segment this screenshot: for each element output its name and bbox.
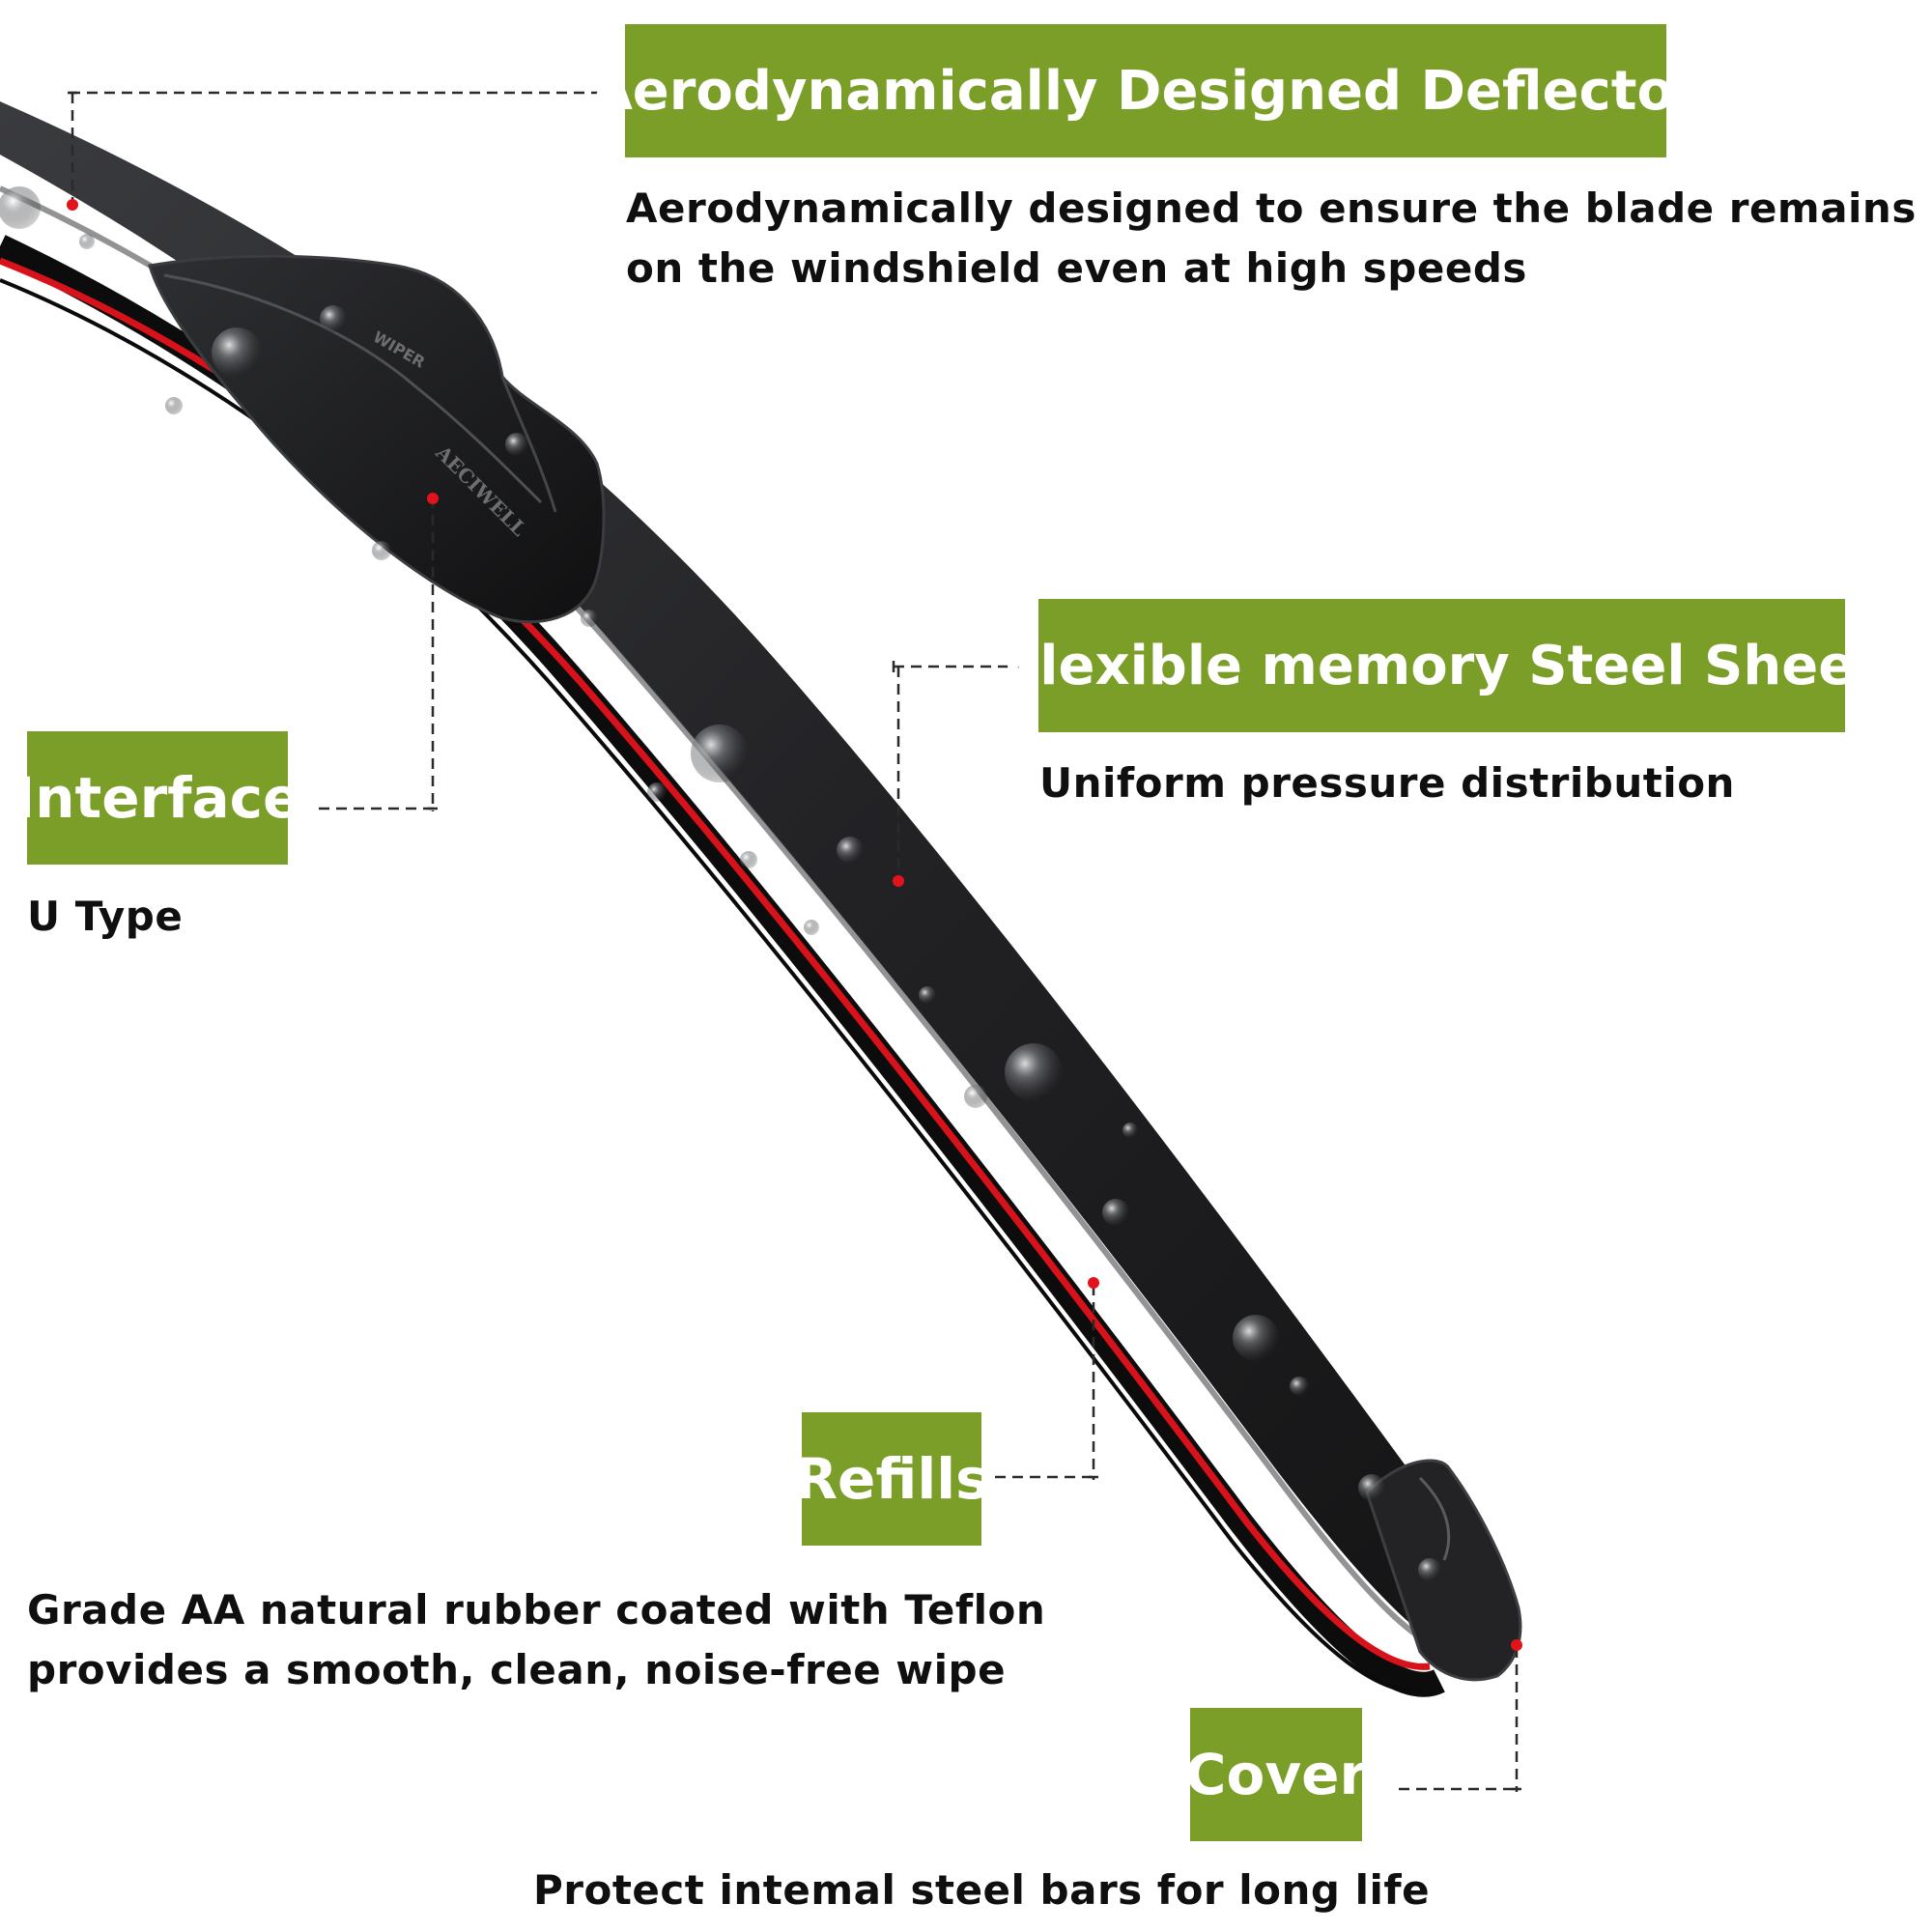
deflector-description-line-1: Aerodynamically designed to ensure the b…: [626, 185, 1917, 232]
steel-sheet-label: Flexible memory Steel Sheet: [1003, 599, 1881, 732]
deflector-label-text: Aerodynamically Designed Deflector: [590, 59, 1701, 123]
water-droplets: [0, 186, 1441, 1581]
cover-description-line-1: Protect intemal steel bars for long life: [533, 1866, 1431, 1914]
refills-label: Refills: [794, 1412, 989, 1546]
refills-label-text: Refills: [794, 1446, 989, 1512]
dot-refills: [1088, 1277, 1099, 1289]
interface-label: Interface: [14, 731, 300, 865]
refills-description-line-2: provides a smooth, clean, noise-free wip…: [27, 1646, 1007, 1693]
cover-label-text: Cover: [1184, 1742, 1368, 1807]
adapter-housing: [148, 254, 606, 624]
steel-sheet-label-text: Flexible memory Steel Sheet: [1003, 634, 1881, 697]
steel-sheet-description: Uniform pressure distribution: [1039, 753, 1735, 813]
indicator-dots: [67, 199, 1522, 1651]
dot-deflector: [67, 199, 78, 211]
blade-body: [0, 101, 1516, 1664]
refills-description: Grade AA natural rubber coated with Tefl…: [27, 1580, 1045, 1700]
deflector-description: Aerodynamically designed to ensure the b…: [626, 179, 1917, 298]
interface-description-line-1: U Type: [27, 893, 184, 940]
cover-description: Protect intemal steel bars for long life: [533, 1861, 1430, 1920]
blade-rubber-edge: [0, 235, 1445, 1697]
end-cap-cover: [1365, 1459, 1522, 1682]
dot-cover: [1511, 1639, 1522, 1651]
steel-sheet-description-line-1: Uniform pressure distribution: [1039, 759, 1735, 807]
leader-lines: [70, 91, 1519, 1792]
red-steel-strip: [0, 257, 1431, 1670]
deflector-label: Aerodynamically Designed Deflector: [590, 24, 1701, 157]
dot-interface: [427, 493, 439, 504]
deflector-description-line-2: on the windshield even at high speeds: [626, 244, 1527, 292]
dot-steel: [893, 875, 904, 887]
refills-description-line-1: Grade AA natural rubber coated with Tefl…: [27, 1586, 1046, 1634]
interface-description: U Type: [27, 887, 183, 947]
cover-label: Cover: [1185, 1708, 1367, 1841]
interface-label-text: Interface: [14, 765, 301, 831]
